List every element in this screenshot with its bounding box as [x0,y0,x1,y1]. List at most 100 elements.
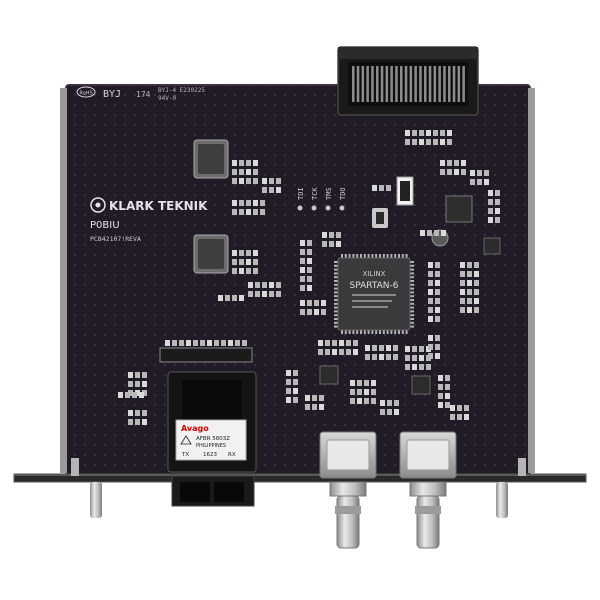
smd-part [262,187,267,193]
smd-part [484,170,489,176]
smd-part [276,282,281,288]
smd-part [253,169,258,175]
fpga-pin [409,314,414,317]
smd-part [322,232,327,238]
smd-part [312,404,317,410]
smd-part [386,354,391,360]
fpga-pin [334,325,339,328]
connector-pin [352,66,355,102]
smd-part [239,178,244,184]
smd-part [428,289,433,295]
rohs-logo [76,86,96,98]
smd-part [314,300,319,306]
smd-part [128,381,133,387]
header-cert-2: 94V-0 [158,95,176,102]
brand-block: KLARK TEKNIK P0BIU PCB42107!REVA [90,197,208,243]
smd-part [300,267,305,273]
smd-part [239,295,244,301]
fpga-pin [375,329,378,334]
smd-part [300,285,305,291]
smd-part [474,307,479,313]
smd-part [325,349,330,355]
smd-part [460,289,465,295]
smd-part [435,298,440,304]
smd-part [246,209,251,215]
fpga-pin [409,325,414,328]
smd-part [239,200,244,206]
fpga-pin [398,329,400,334]
smd-part [474,280,479,286]
connector-pin [366,66,369,102]
smd-part [488,208,493,214]
fpga-pin [409,302,414,305]
smd-part [269,187,274,193]
smd-part [300,258,305,264]
smd-part [387,409,392,415]
smd-part [435,280,440,286]
fpga-pin [356,329,359,334]
smd-part [405,364,410,370]
smd-part [470,170,475,176]
smd-part [419,364,424,370]
smd-part [470,179,475,185]
smd-part [305,404,310,410]
fpga-pin [409,283,414,286]
fpga-pin [390,254,393,259]
smd-part [394,409,399,415]
smd-part [260,209,265,215]
smd-part [262,178,267,184]
smd-part [467,298,472,304]
jtag-label-tdo: TDO [339,187,347,200]
smd-part [393,345,398,351]
fpga-pin [341,329,343,334]
smd-part [232,250,237,256]
fpga-pin [348,329,351,334]
smd-part [372,185,377,191]
rohs-label: RoHS [79,91,92,97]
smd-part [179,340,184,346]
board-model: P0BIU [90,220,120,231]
smd-part [350,389,355,395]
transceiver-brand: Avago [181,424,209,433]
smd-part [214,340,219,346]
smd-part [232,200,237,206]
smd-part [474,298,479,304]
smd-part [495,190,500,196]
smd-part [474,262,479,268]
smd-part [445,375,450,381]
smd-part [412,139,417,145]
smd-part [433,130,438,136]
smd-part [332,349,337,355]
smd-part [200,340,205,346]
smd-part [135,410,140,416]
connector-pin [371,66,374,102]
smd-part [319,395,324,401]
fpga-pin [341,254,343,259]
fpga-pin [390,329,393,334]
smd-part [447,139,452,145]
smd-part [346,340,351,346]
smd-part [318,349,323,355]
smd-part [379,185,384,191]
smd-part [454,160,459,166]
smd-part [339,349,344,355]
smd-part [312,395,317,401]
fpga-pin [360,329,362,334]
fpga-pin [334,276,339,279]
small-ic-right [445,195,473,223]
smd-part [321,309,326,315]
smd-part [428,316,433,322]
smd-part [235,340,240,346]
smd-part [135,390,140,396]
fpga-pin [382,329,385,334]
connector-pin [356,66,360,102]
smd-part [260,200,265,206]
fpga-pin [386,254,389,259]
smd-part [427,230,432,236]
smd-part [438,384,443,390]
fpga-pin [371,254,374,259]
smd-part [269,282,274,288]
smd-part [467,307,472,313]
inductor-1 [193,139,229,179]
fpga-pin [386,329,389,334]
